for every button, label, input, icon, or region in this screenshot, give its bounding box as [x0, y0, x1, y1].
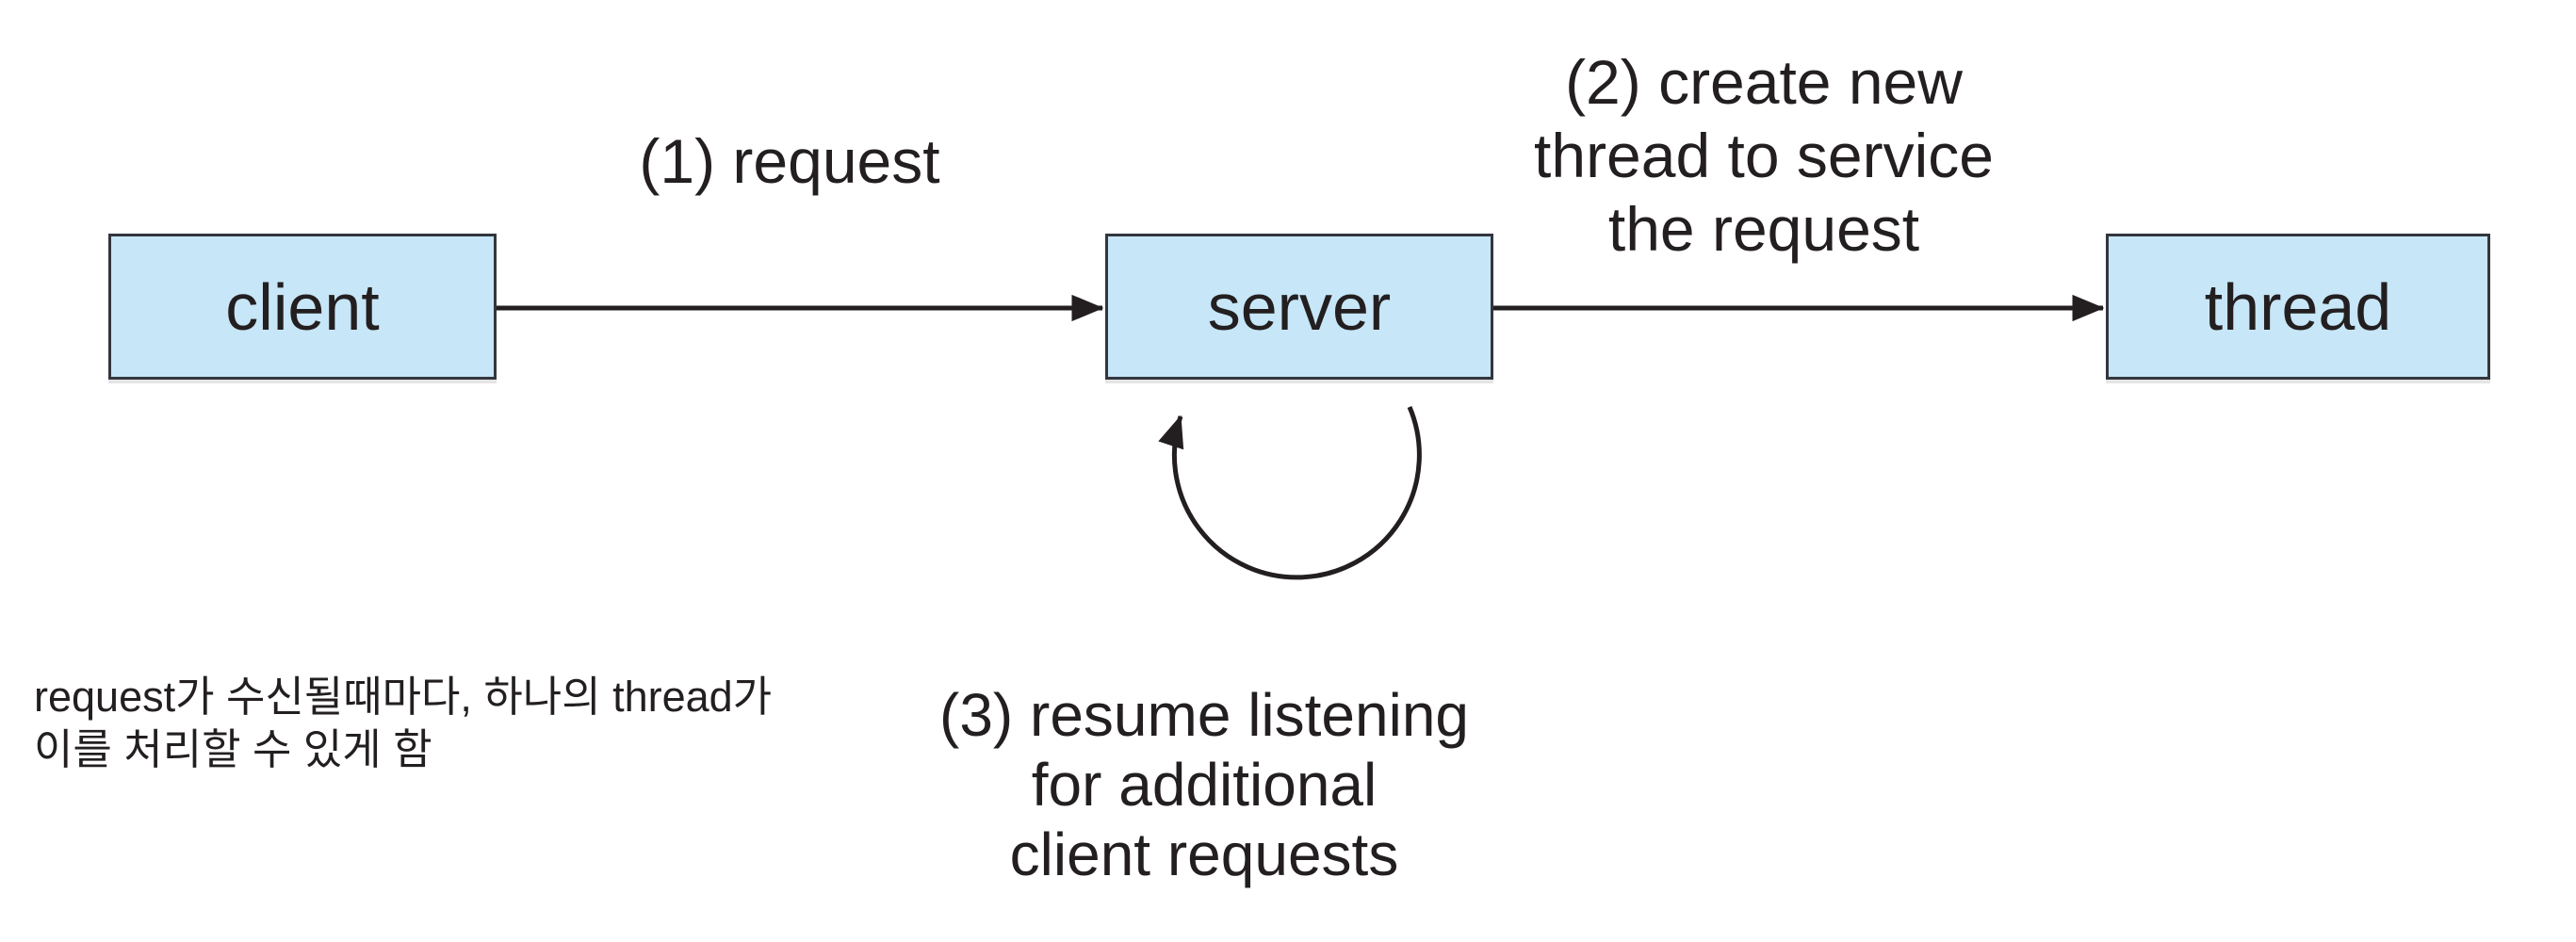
- server-box: server: [1105, 234, 1493, 380]
- client-box: client: [108, 234, 497, 380]
- thread-box: thread: [2106, 234, 2490, 380]
- resume-loop-arrow-icon: [1158, 406, 1422, 580]
- server-label: server: [1207, 269, 1392, 344]
- korean-note: request가 수신될때마다, 하나의 thread가 이를 처리할 수 있게…: [34, 673, 773, 773]
- step3-resume-listening-label: (3) resume listening for additional clie…: [939, 681, 1469, 888]
- thread-label: thread: [2204, 269, 2392, 344]
- step1-request-label: (1) request: [639, 126, 940, 196]
- client-label: client: [225, 269, 380, 344]
- step2-create-thread-label: (2) create new thread to service the req…: [1534, 47, 1994, 264]
